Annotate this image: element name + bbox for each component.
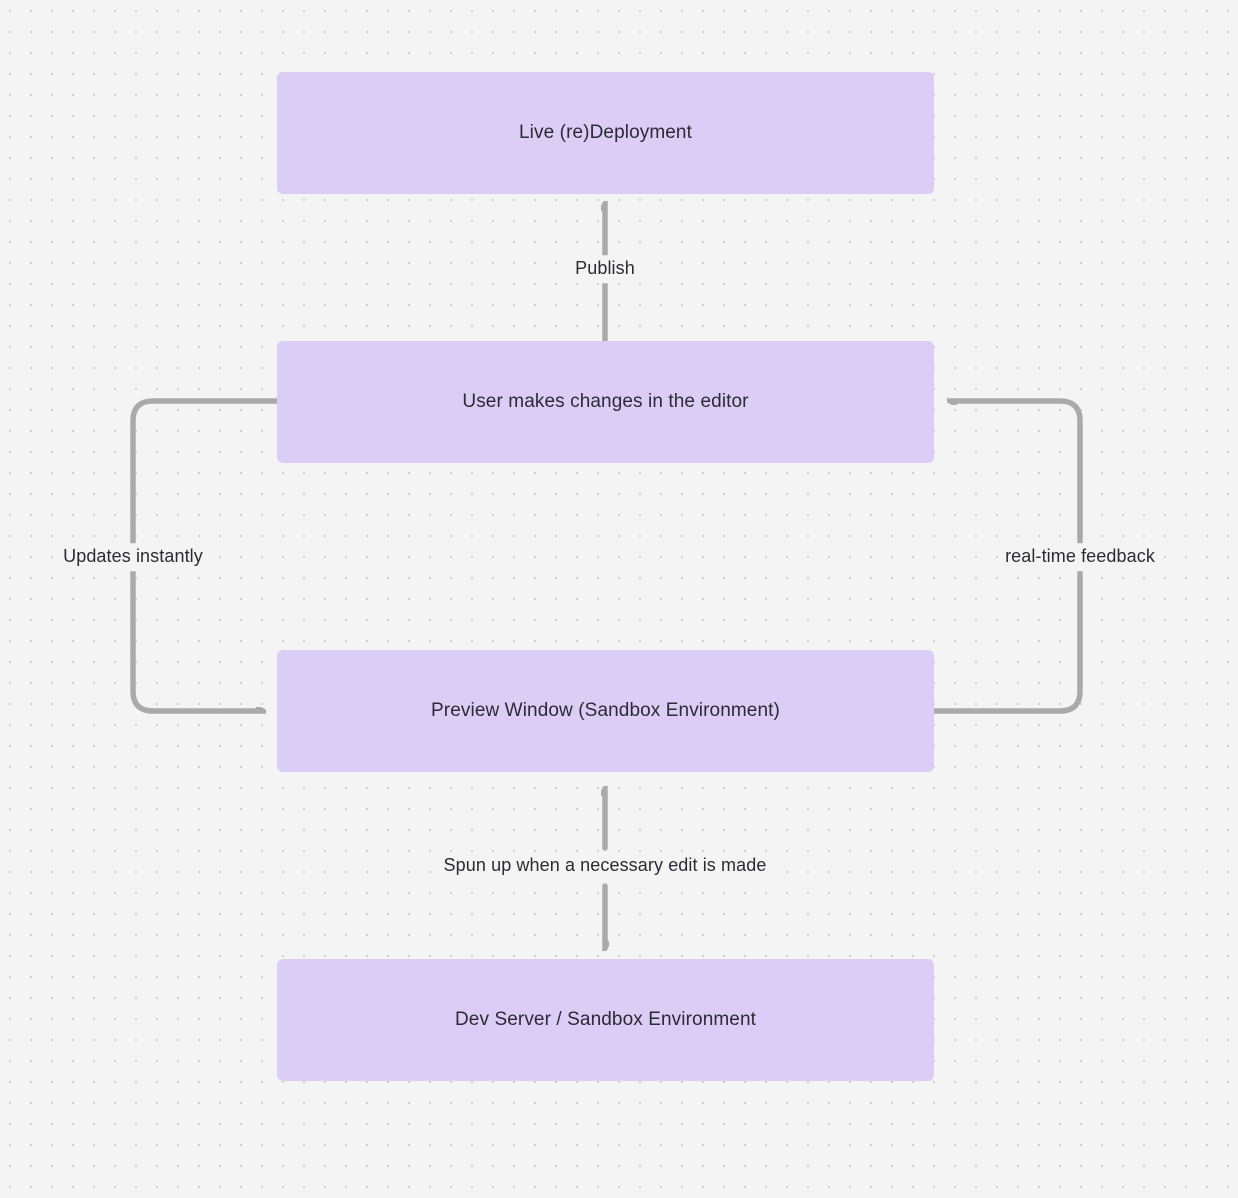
edge-label-spun-up: Spun up when a necessary edit is made <box>436 852 774 880</box>
edge-label-updates-instantly: Updates instantly <box>56 543 210 571</box>
node-preview-window[interactable]: Preview Window (Sandbox Environment) <box>277 650 934 772</box>
node-preview-window-label: Preview Window (Sandbox Environment) <box>431 700 780 722</box>
edge-label-real-time-feedback: real-time feedback <box>998 543 1162 571</box>
node-dev-server-label: Dev Server / Sandbox Environment <box>454 1009 756 1031</box>
node-user-edits-label: User makes changes in the editor <box>462 391 749 413</box>
node-user-edits[interactable]: User makes changes in the editor <box>277 341 934 463</box>
edge-label-publish: Publish <box>568 255 642 283</box>
node-live-deployment[interactable]: Live (re)Deployment <box>277 72 934 194</box>
node-live-deployment-label: Live (re)Deployment <box>519 122 692 144</box>
node-dev-server[interactable]: Dev Server / Sandbox Environment <box>277 959 934 1081</box>
